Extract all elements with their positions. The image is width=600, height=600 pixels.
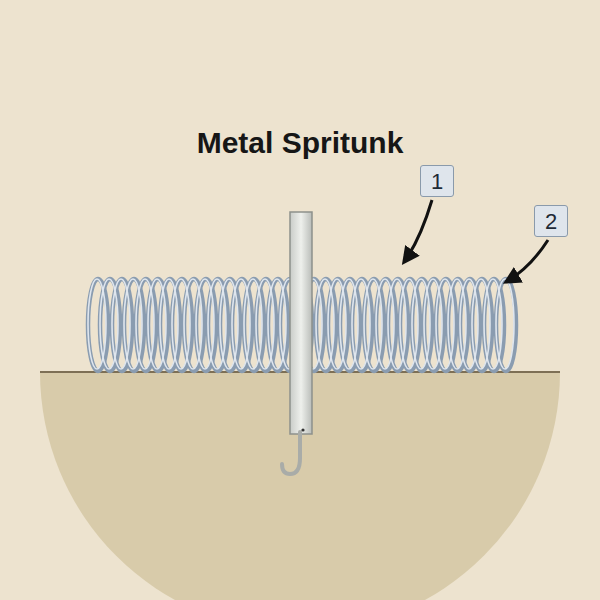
callout-number: 2 [534,205,568,237]
bar-dot [301,428,304,431]
coil-highlight [496,279,514,369]
leader-arrow [404,200,432,262]
leader-arrow [506,240,548,282]
diagram-title: Metal Spritunk [197,126,404,160]
callout-number: 1 [420,165,454,197]
metal-bar [290,212,312,434]
hook [282,432,300,474]
coil-winding [496,279,516,371]
